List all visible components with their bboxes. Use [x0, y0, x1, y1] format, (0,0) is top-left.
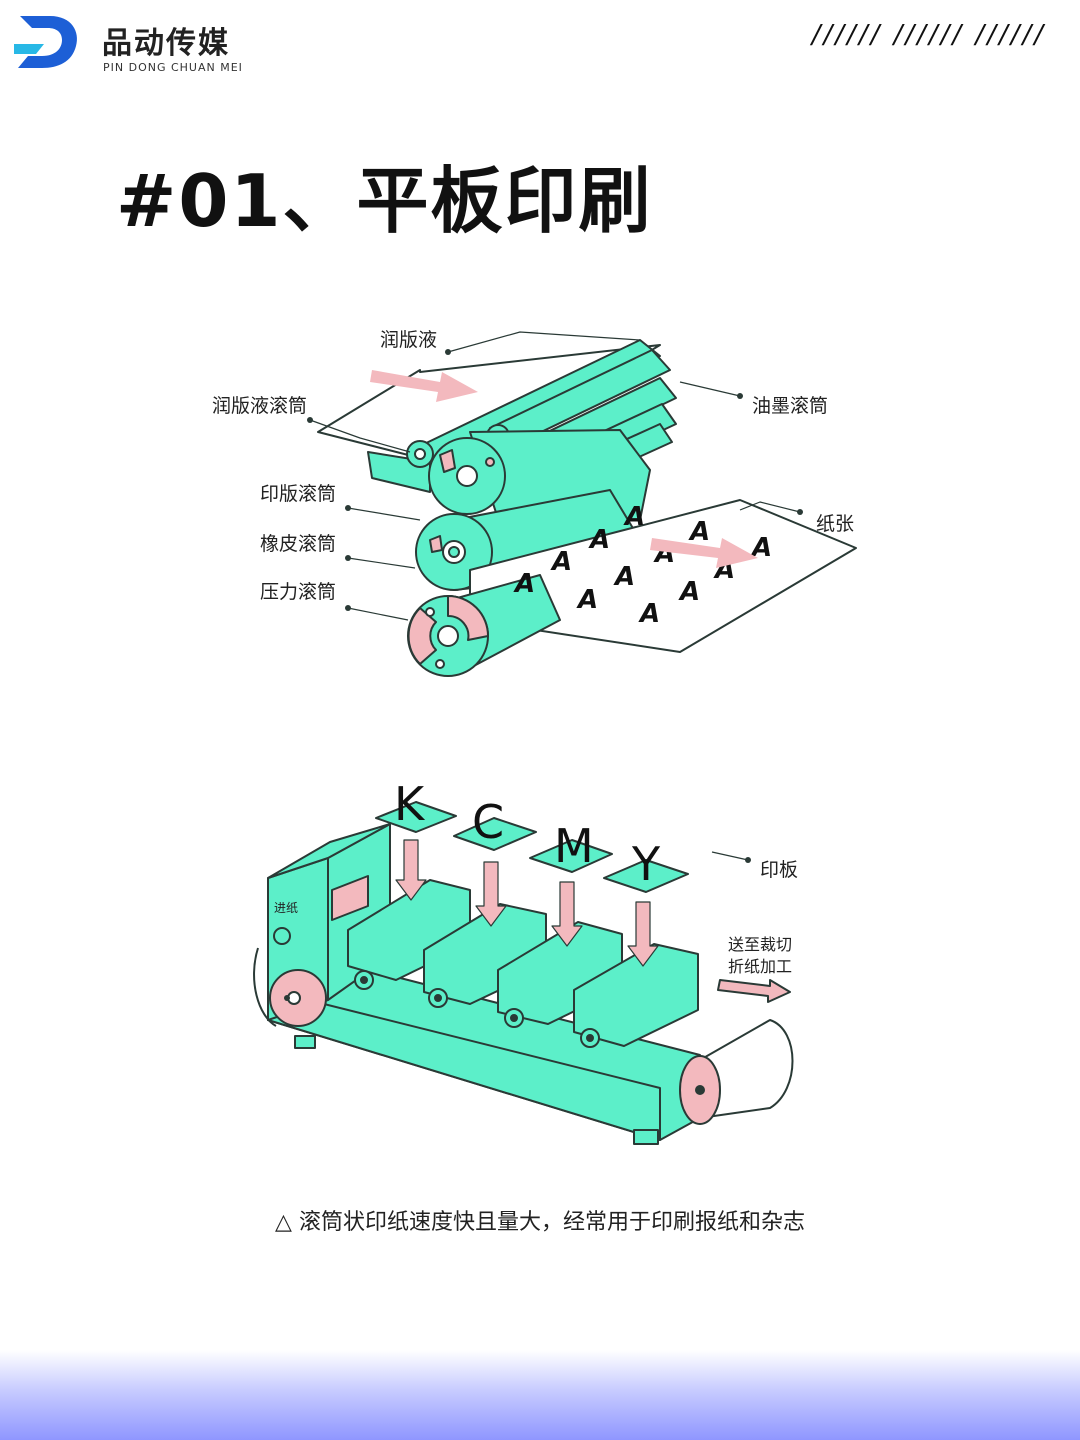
print-unit-y	[573, 943, 699, 1048]
paper-arrow	[650, 538, 758, 568]
decorative-slashes: ////// ////// //////	[811, 20, 1046, 50]
feed-arrow	[370, 370, 478, 402]
label-plate-cylinder: 印版滚筒	[260, 483, 336, 505]
color-letter-m: M	[554, 819, 594, 873]
web-press-diagram: K C M Y 印板 进纸 送至裁切 折纸加工	[253, 777, 798, 1145]
leader-lines	[309, 331, 801, 621]
printing-diagrams: A A A A A A A A A A A A	[212, 329, 857, 1145]
output-arrow	[717, 979, 791, 1003]
glyph: A	[513, 569, 535, 599]
glyph: A	[750, 533, 772, 563]
page-title: #01、平板印刷	[116, 159, 653, 243]
plates	[375, 801, 689, 893]
label-dampening-roller: 润版液滚筒	[212, 395, 307, 417]
color-letter-k: K	[394, 777, 426, 831]
brand-name: 品动传媒	[102, 26, 230, 61]
brand-subtitle: PIN DONG CHUAN MEI	[103, 61, 243, 74]
label-ink-roller: 油墨滚筒	[752, 395, 828, 417]
glyph: A	[688, 517, 710, 547]
footer-gradient-band	[0, 1350, 1080, 1440]
glyph: A	[678, 577, 700, 607]
label-output-line1: 送至裁切	[728, 935, 792, 954]
label-plate: 印板	[760, 859, 798, 881]
paper-web	[699, 1019, 794, 1119]
feed-unit	[253, 823, 391, 1027]
color-letter-y: Y	[631, 837, 661, 891]
glyph: A	[550, 547, 572, 577]
impression-cylinder	[407, 574, 561, 677]
glyph: A	[623, 502, 645, 532]
glyph: A	[638, 599, 660, 629]
plate-arrows	[395, 839, 659, 967]
glyph: A	[576, 585, 598, 615]
diagram-caption: △ 滚筒状印纸速度快且量大，经常用于印刷报纸和杂志	[275, 1210, 805, 1235]
label-impression-cylinder: 压力滚筒	[260, 581, 336, 603]
brand-block: 品动传媒 PIN DONG CHUAN MEI	[14, 8, 274, 78]
label-feed: 进纸	[274, 901, 298, 915]
color-letter-c: C	[472, 795, 504, 849]
glyph: A	[588, 525, 610, 555]
label-dampening-solution: 润版液	[380, 329, 437, 351]
label-blanket-cylinder: 橡皮滚筒	[260, 533, 336, 555]
brand-logo-icon	[14, 16, 77, 68]
offset-press-diagram: A A A A A A A A A A A A	[212, 329, 857, 677]
label-paper: 纸张	[816, 513, 854, 535]
glyph: A	[613, 562, 635, 592]
label-output-line2: 折纸加工	[728, 957, 792, 976]
